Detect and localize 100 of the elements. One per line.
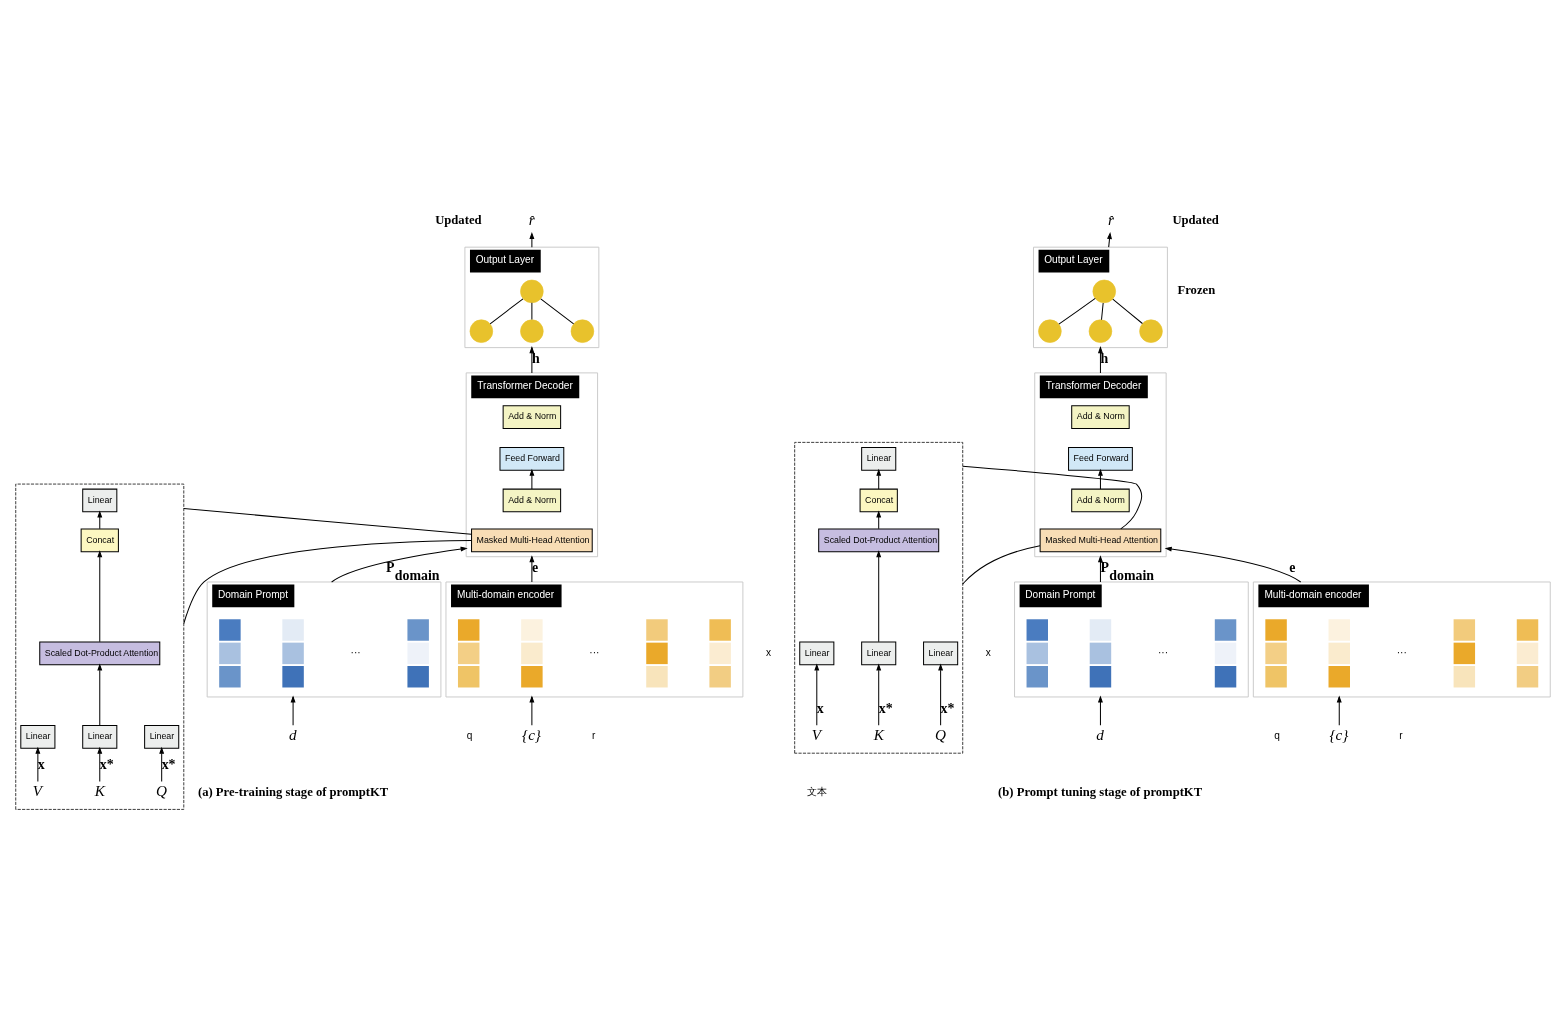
node-text: K [94,781,105,799]
connector [962,544,1041,585]
arrow [97,549,103,642]
connector [540,297,575,324]
label: r [591,729,596,741]
node-text: r̂ [1108,210,1114,228]
cluster [794,441,964,754]
label: ··· [1396,646,1407,658]
arrow [1336,694,1342,726]
edge-label: x [37,756,45,772]
label: ··· [1157,646,1169,658]
edge-label: x* [99,756,114,772]
label: ··· [350,646,361,658]
node-text: V [811,725,822,743]
node-box: Feed Forward [499,446,565,471]
arrow [97,662,103,726]
label: x [985,646,991,658]
node-text: d [288,725,297,743]
node-box: Linear [82,724,118,749]
cluster [15,483,185,810]
arrow [529,345,535,373]
node-circle [1092,279,1116,303]
node-circle [570,319,595,343]
arrow [290,694,296,726]
node-box: Scaled Dot-Product Attention [39,641,161,665]
edge-label: e [1289,559,1296,575]
arrow [529,468,535,490]
label: ··· [589,646,600,658]
node-box: Linear [861,446,897,471]
arrow [35,746,41,782]
arrow [1097,554,1103,582]
label: (a) Pre-training stage of promptKT [198,784,389,799]
node-box: Concat [80,527,119,552]
node-circle [520,279,544,303]
node-text: {c} [522,725,541,743]
arrow [1097,694,1103,726]
node-text: K [873,725,884,743]
node-box: Linear [82,488,118,512]
legend-label: Frozen [1177,282,1216,297]
arrow [331,546,468,582]
connector [183,539,473,624]
node-text: V [32,781,43,799]
arrow [529,694,535,726]
node-box: Linear [861,641,897,665]
arrow [814,662,820,726]
node-circle [520,319,544,343]
arrow [159,746,165,782]
edge-label: x* [878,700,893,716]
arrow [529,554,535,582]
connector [1101,301,1104,320]
node-text: Q [934,725,946,743]
node-box: Linear [799,641,835,665]
node-box: Linear [20,724,56,749]
label: q [466,729,473,741]
edge-label: h [1100,350,1109,366]
node-box: Masked Multi-Head Attention [1039,527,1162,552]
node-box: Add & Norm [1071,404,1130,429]
label: 文本 [806,785,827,797]
arrow [1107,231,1112,248]
legend-label: Updated [1172,212,1219,227]
connector [1058,297,1096,325]
edge-label: h [531,350,540,366]
arrow [876,549,882,642]
edge-label: x* [161,756,176,772]
node-text: Q [156,781,167,799]
arrow [1097,345,1103,373]
node-circle [1088,319,1113,343]
label: (b) Prompt tuning stage of promptKT [998,784,1203,799]
node-circle [1139,319,1163,343]
label: r [1399,729,1403,741]
node-text: r̂ [528,210,535,228]
node-circle [1038,319,1062,343]
arrow [876,662,882,726]
node-box: Add & Norm [1071,488,1130,512]
arrow [97,509,103,529]
node-box: Feed Forward [1068,446,1133,471]
connector [489,297,524,324]
label: q [1274,729,1280,741]
connector [183,507,472,535]
arrow [97,746,103,782]
edge-label: e [531,559,539,575]
node-box: Add & Norm [502,404,562,429]
node-circle [469,319,494,343]
node-box: Scaled Dot-Product Attention [818,527,940,552]
label: x [765,646,771,658]
edge-label: x [816,700,824,716]
arrow [1164,546,1302,582]
connector [1112,298,1143,324]
arrow [876,509,882,529]
arrow [529,231,535,248]
node-box: Concat [859,488,898,512]
arrow [938,662,944,726]
node-box: Linear [144,724,180,749]
node-box: Linear [923,641,959,665]
node-text: {c} [1329,725,1349,743]
node-box: Add & Norm [502,488,562,512]
connector [962,465,1143,529]
node-box: Masked Multi-Head Attention [471,527,593,552]
arrow [876,468,882,490]
legend-label: Updated [435,212,482,227]
